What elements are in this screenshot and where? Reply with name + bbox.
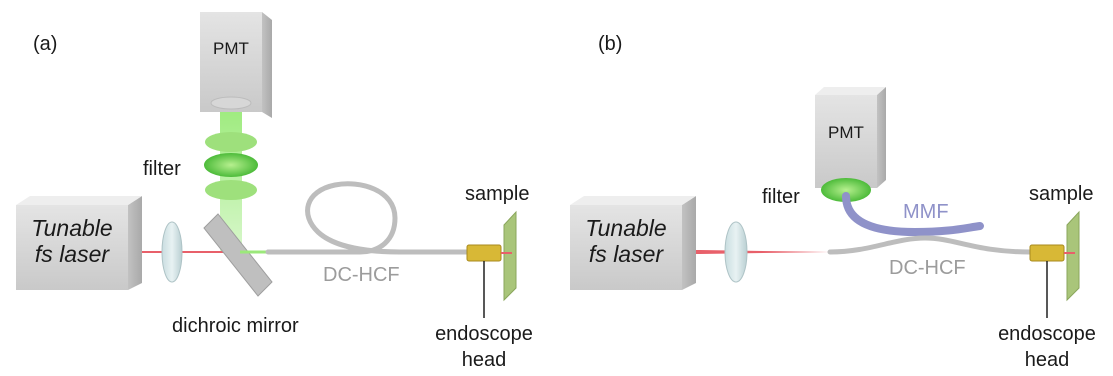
fiber-a-label: DC-HCF [323, 264, 400, 286]
endoscope-head-a [466, 244, 502, 262]
endoscope-b-line2: head [1025, 349, 1070, 371]
pmt-a-label: PMT [213, 39, 249, 58]
endoscope-head-b [1029, 244, 1065, 262]
mmf-fiber [842, 192, 984, 237]
sample-a-label: sample [465, 183, 529, 205]
sample-b-label: sample [1029, 183, 1093, 205]
fiber-b-label: DC-HCF [889, 257, 966, 279]
dichroic-mirror [203, 213, 273, 297]
sample-b [1066, 210, 1080, 302]
filter-stack-a [204, 132, 258, 200]
sample-a [503, 210, 517, 302]
filter-b-label: filter [762, 186, 800, 208]
filter-b [821, 178, 871, 202]
panel-a-label: (a) [33, 33, 57, 55]
laser-a: Tunable fs laser [16, 196, 142, 290]
endoscope-b-line1: endoscope [998, 323, 1096, 345]
mirror-label: dichroic mirror [172, 315, 299, 337]
panel-b: (b) PMT filter MMF Tunable fs laser DC-H… [570, 33, 1096, 371]
endoscope-a-line1: endoscope [435, 323, 533, 345]
laser-b: Tunable fs laser [570, 196, 696, 290]
panel-a: (a) PMT filter Tunable fs laser [16, 12, 533, 371]
laser-b-line2: fs laser [589, 241, 664, 267]
endoscope-a-line2: head [462, 349, 507, 371]
lens-b [724, 221, 748, 283]
pmt-b: PMT [815, 87, 886, 188]
mmf-label: MMF [903, 201, 949, 223]
dc-hcf-fiber-b [827, 235, 1033, 255]
lens-a [161, 221, 183, 283]
laser-a-line2: fs laser [35, 241, 110, 267]
pmt-b-label: PMT [828, 123, 864, 142]
laser-a-line1: Tunable [31, 215, 112, 241]
panel-b-label: (b) [598, 33, 622, 55]
pmt-a: PMT [200, 12, 272, 118]
laser-b-line1: Tunable [585, 215, 666, 241]
dc-hcf-fiber-a [265, 181, 473, 255]
laser-beam-b [696, 250, 830, 254]
filter-a-label: filter [143, 158, 181, 180]
